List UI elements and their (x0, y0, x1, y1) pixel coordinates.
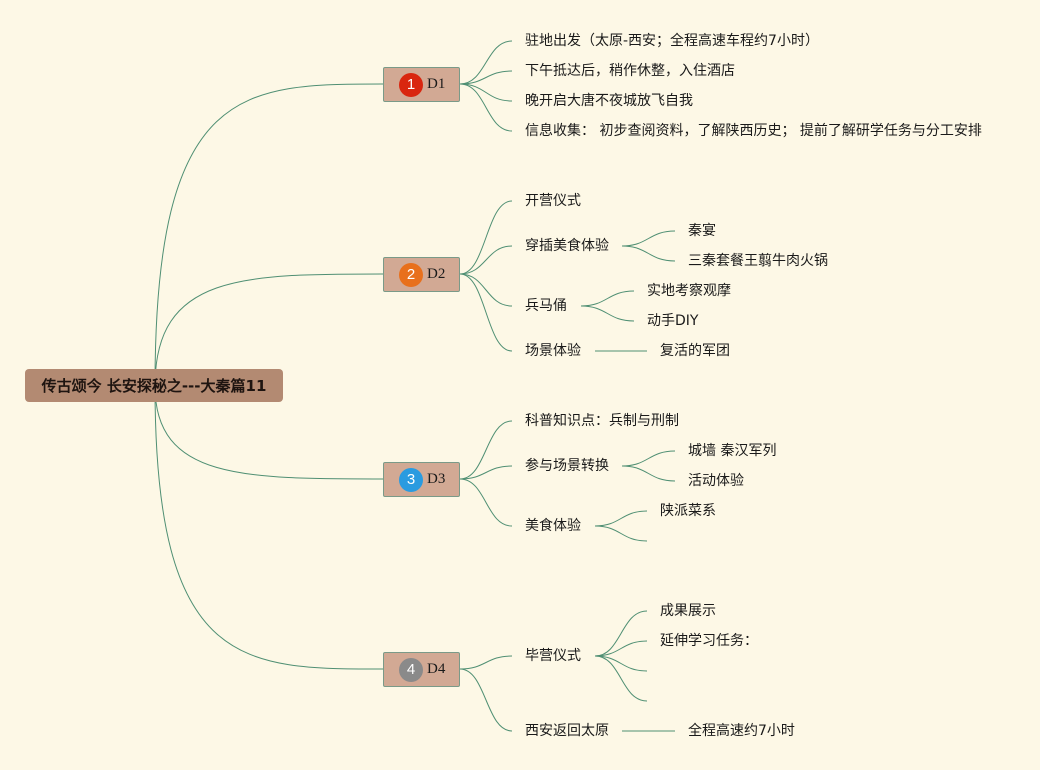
leaf-link-2-2-1 (621, 230, 676, 247)
branch-link-3-1 (459, 420, 513, 480)
branch-link-1-2 (459, 70, 513, 85)
leaf-link-4-1-1 (594, 610, 648, 657)
root-link-d1 (154, 83, 384, 387)
branch-link-2-3 (459, 273, 513, 307)
branch-topic[interactable]: 兵马俑 (525, 298, 567, 314)
root-link-d4 (154, 385, 384, 670)
leaf-topic[interactable]: 实地考察观摩 (647, 283, 731, 299)
leaf-link-2-3-2 (580, 305, 635, 322)
leaf-topic[interactable]: 成果展示 (660, 603, 716, 619)
number-badge-icon: 3 (399, 467, 423, 492)
connector-lines (154, 40, 676, 732)
branch-link-1-4 (459, 83, 513, 132)
branch-topic[interactable]: 驻地出发（太原-西安；全程高速车程约7小时） (525, 33, 819, 49)
number-badge-icon: 1 (399, 72, 423, 97)
branch-topic[interactable]: 晚开启大唐不夜城放飞自我 (525, 93, 693, 109)
root-topic-label: 传古颂今 长安探秘之---大秦篇11 (41, 377, 267, 395)
branch-link-2-1 (459, 200, 513, 275)
day-topic-label: D3 (427, 471, 446, 487)
branch-link-1-3 (459, 83, 513, 102)
leaf-link-4-1-3 (594, 655, 648, 672)
branch-topic[interactable]: 下午抵达后，稍作休整，入住酒店 (525, 63, 735, 79)
leaf-link-2-3-1 (580, 290, 635, 307)
day-topic-label: D4 (427, 661, 446, 677)
branch-link-3-3 (459, 478, 513, 527)
branch-link-4-2 (459, 668, 513, 732)
branch-link-2-2 (459, 245, 513, 275)
leaf-topic[interactable]: 复活的军团 (660, 343, 730, 359)
leaf-link-3-2-1 (621, 450, 676, 467)
number-badge-icon: 4 (399, 657, 423, 682)
day-topic-label: D1 (427, 76, 446, 92)
leaf-link-3-3-2 (594, 525, 648, 542)
branch-link-2-4 (459, 273, 513, 352)
leaf-link-3-2-2 (621, 465, 676, 482)
branch-topic[interactable]: 穿插美食体验 (525, 238, 609, 254)
leaf-topic[interactable]: 三秦套餐王翦牛肉火锅 (688, 253, 828, 269)
branch-topic[interactable]: 参与场景转换 (525, 458, 609, 474)
branch-topic[interactable]: 场景体验 (525, 343, 581, 359)
leaf-topic[interactable]: 城墙 秦汉军列 (688, 443, 777, 459)
root-topic[interactable]: 传古颂今 长安探秘之---大秦篇11 (25, 369, 283, 402)
leaf-topic[interactable]: 全程高速约7小时 (688, 723, 795, 739)
leaf-topic[interactable]: 动手DIY (647, 313, 699, 329)
leaf-link-4-1-2 (594, 640, 648, 657)
branch-link-4-1 (459, 655, 513, 670)
number-badge-icon: 2 (399, 262, 423, 287)
branch-topic[interactable]: 信息收集： 初步查阅资料，了解陕西历史； 提前了解研学任务与分工安排 (525, 123, 982, 139)
leaf-topic[interactable]: 秦宴 (688, 223, 716, 239)
day-topic-label: D2 (427, 266, 446, 282)
branch-topic[interactable]: 科普知识点：兵制与刑制 (525, 413, 679, 429)
branch-topic[interactable]: 美食体验 (525, 518, 581, 534)
root-link-d2 (154, 273, 384, 387)
leaf-topic[interactable]: 陕派菜系 (660, 503, 716, 519)
leaf-topic[interactable]: 活动体验 (688, 473, 744, 489)
root-link-d3 (154, 385, 384, 480)
leaf-topic[interactable]: 延伸学习任务： (660, 633, 758, 649)
branch-topic[interactable]: 西安返回太原 (525, 723, 609, 739)
branch-topic[interactable]: 毕营仪式 (525, 648, 581, 664)
leaf-link-4-1-4 (594, 655, 648, 702)
branch-topic[interactable]: 开营仪式 (525, 193, 581, 209)
leaf-link-3-3-1 (594, 510, 648, 527)
branch-link-1-1 (459, 40, 513, 85)
leaf-link-2-2-2 (621, 245, 676, 262)
branch-link-3-2 (459, 465, 513, 480)
